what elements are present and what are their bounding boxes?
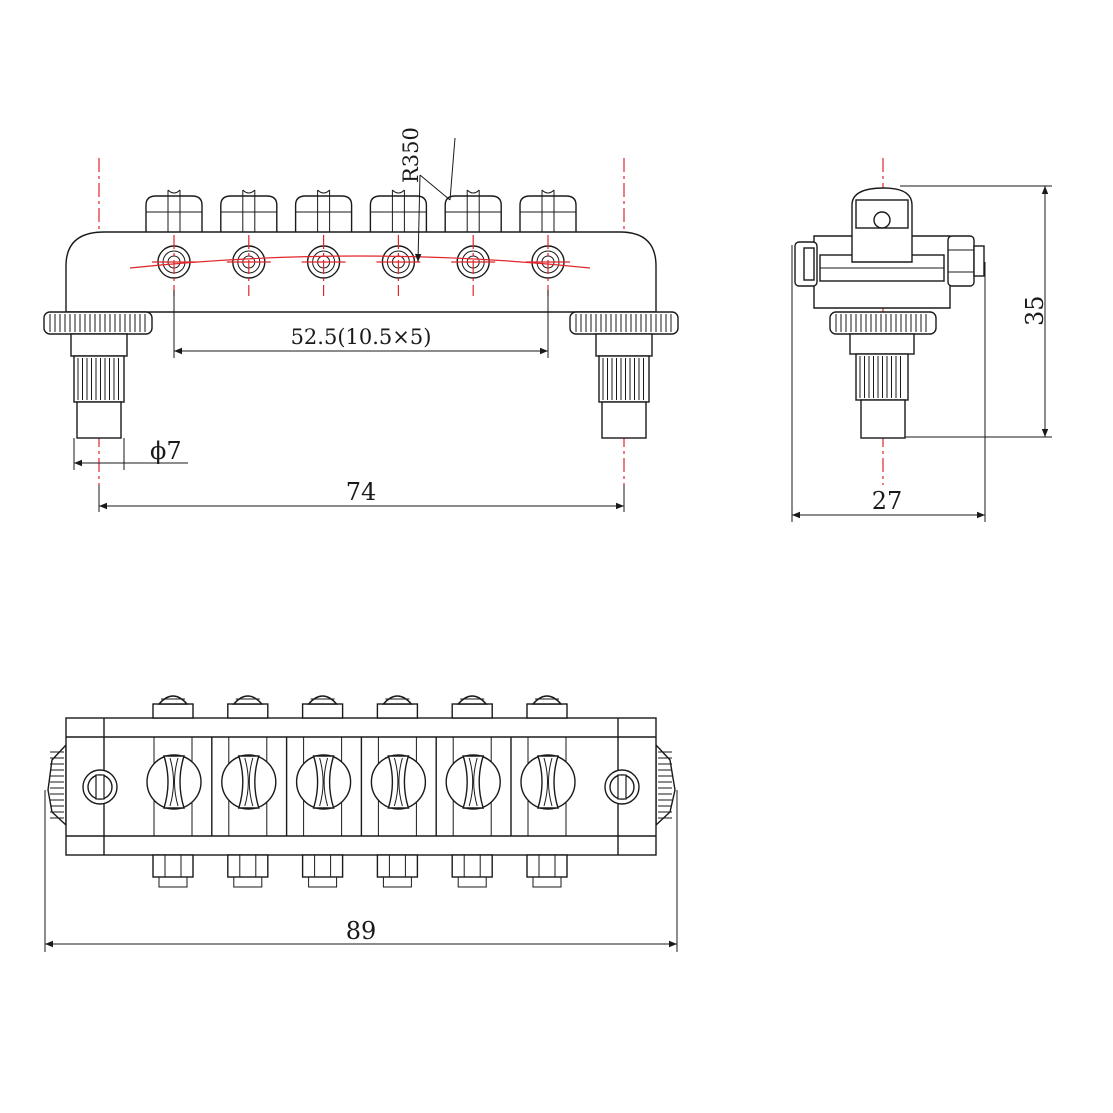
front-saddle	[220, 189, 278, 235]
dim-overall-length-label: 89	[346, 917, 377, 945]
dim-post-diameter-label: ϕ7	[150, 437, 182, 465]
top-saddle	[285, 695, 352, 888]
radius-arc	[129, 255, 591, 269]
front-saddle	[145, 189, 203, 235]
dim-string-spacing-label: 52.5(10.5×5)	[291, 325, 432, 349]
top-saddle	[360, 695, 427, 888]
right-thumbwheel	[569, 311, 679, 335]
dim-side-height-label: 35	[1021, 295, 1049, 326]
top-saddle	[510, 695, 576, 888]
front-saddles	[145, 189, 577, 235]
front-saddle	[444, 189, 502, 235]
screw-hole	[301, 235, 346, 296]
dim-side-width-label: 27	[872, 487, 903, 515]
screw-hole	[376, 235, 421, 296]
bridge-body	[65, 231, 657, 313]
front-saddle	[519, 189, 577, 235]
screw-hole	[526, 235, 570, 296]
front-view: R350 52.5(10.5×5) ϕ7 74	[43, 127, 679, 512]
top-saddle	[146, 695, 202, 888]
top-saddle	[435, 695, 501, 888]
right-post-hole	[604, 769, 640, 805]
screw-hole	[451, 235, 496, 296]
side-view: 35 27	[791, 158, 1052, 522]
front-saddle	[294, 189, 353, 235]
left-thumbwheel	[43, 311, 153, 335]
right-post	[595, 333, 653, 439]
intonation-screw-holes	[152, 235, 570, 296]
top-saddles	[146, 695, 576, 888]
top-view: 89	[44, 695, 678, 952]
screw-hole	[152, 235, 196, 296]
front-saddle	[369, 189, 428, 235]
top-saddle	[211, 695, 277, 888]
left-post	[70, 333, 128, 439]
screw-hole	[226, 235, 271, 296]
dim-post-spacing-label: 74	[346, 478, 377, 506]
dim-radius-label: R350	[399, 127, 423, 183]
left-post-hole	[82, 769, 118, 805]
